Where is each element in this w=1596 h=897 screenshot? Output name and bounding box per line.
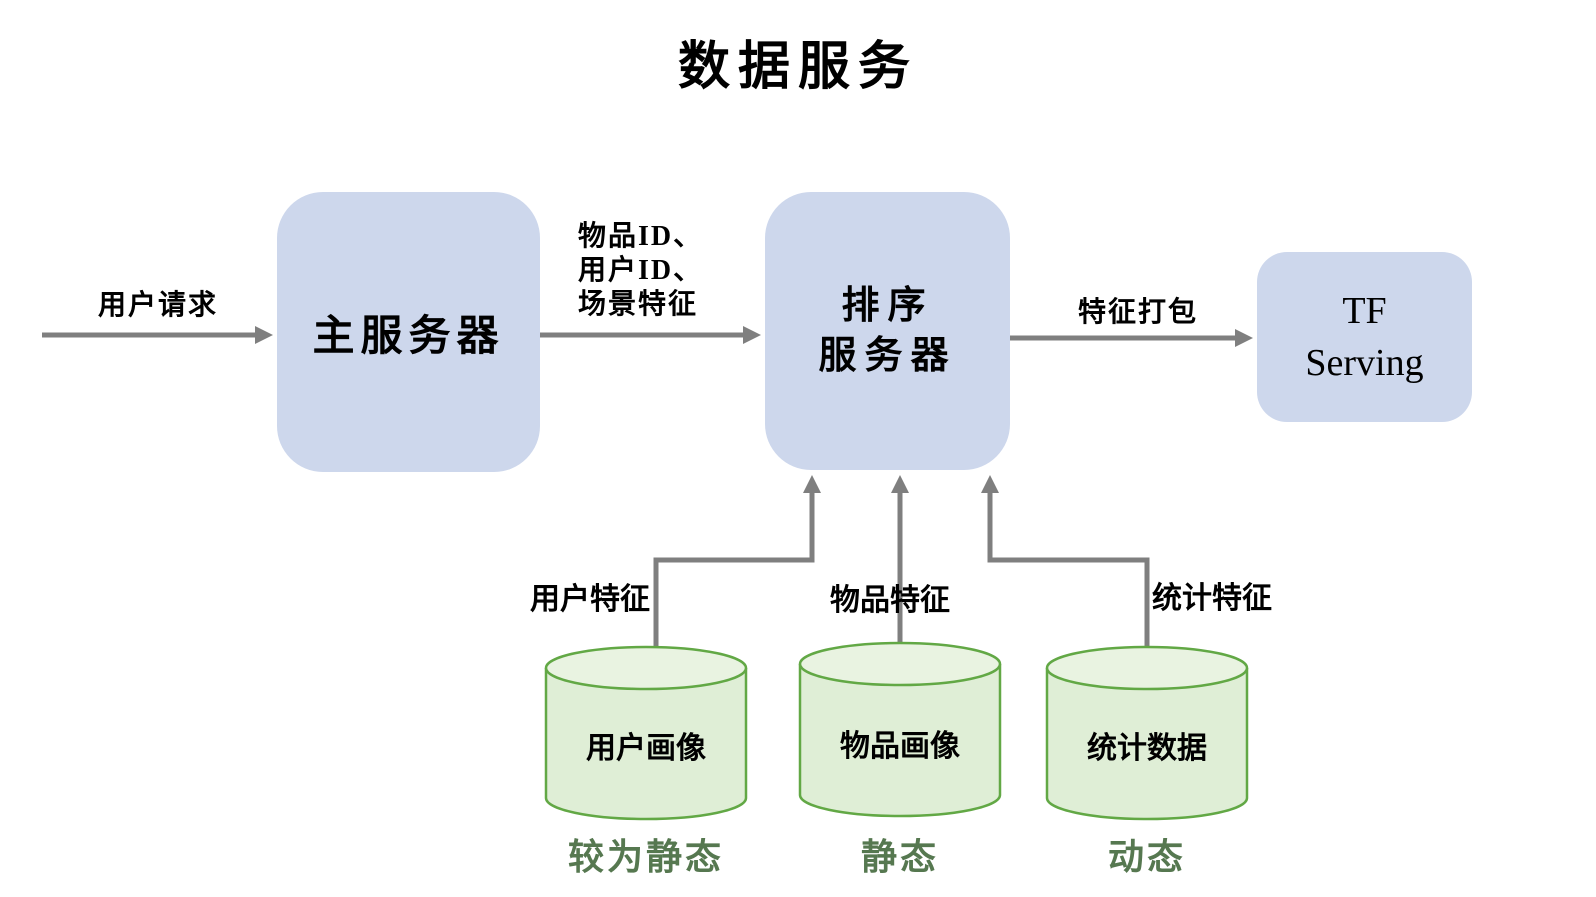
stats-db-top [1045, 645, 1249, 691]
user-profile-db-cylinder [544, 645, 748, 821]
arrow-stat-features [981, 475, 1150, 648]
main-server-label: 主服务器 [312, 313, 505, 360]
edge-label-user-request: 用户请求 [97, 290, 218, 321]
stats-db-body [1045, 668, 1249, 821]
edge-label-ranking-input: 物品ID、 用户ID、 场景特征 [578, 220, 703, 322]
edge-label-item-features: 物品特征 [830, 584, 950, 617]
ranking-server-label-line1: 排序 [841, 285, 934, 327]
edge-label-ranking-input-line1: 物品ID、 [578, 221, 704, 252]
tf-serving-label-line1: TF [1342, 290, 1387, 332]
item-profile-db-body [798, 664, 1002, 818]
item-profile-db-cylinder [798, 641, 1002, 818]
item-profile-db-label: 物品画像 [840, 730, 960, 763]
item-profile-db-caption: 静态 [860, 837, 939, 877]
diagram-title: 数据服务 [677, 39, 918, 96]
node-ranking-server: 排序 服务器 [765, 192, 1010, 470]
edge-label-user-features: 用户特征 [530, 583, 650, 616]
edge-label-stat-features: 统计特征 [1152, 582, 1272, 615]
user-profile-db-caption: 较为静态 [567, 837, 724, 877]
item-profile-db-top [798, 641, 1002, 687]
stats-db-label: 统计数据 [1087, 732, 1207, 765]
edge-label-ranking-input-line3: 场景特征 [578, 289, 699, 320]
ranking-server-label-line2: 服务器 [818, 335, 957, 377]
user-profile-db-label: 用户画像 [586, 732, 706, 765]
stats-db-cylinder [1045, 645, 1249, 821]
user-profile-db-body [544, 668, 748, 821]
arrow-user-features [653, 475, 821, 648]
edge-label-feature-pack: 特征打包 [1077, 297, 1198, 328]
stats-db-caption: 动态 [1107, 837, 1186, 877]
node-main-server: 主服务器 [277, 192, 540, 472]
edge-label-ranking-input-line2: 用户ID、 [578, 255, 704, 286]
node-tf-serving: TF Serving [1257, 252, 1472, 422]
tf-serving-label-line2: Serving [1305, 342, 1424, 384]
user-profile-db-top [544, 645, 748, 691]
